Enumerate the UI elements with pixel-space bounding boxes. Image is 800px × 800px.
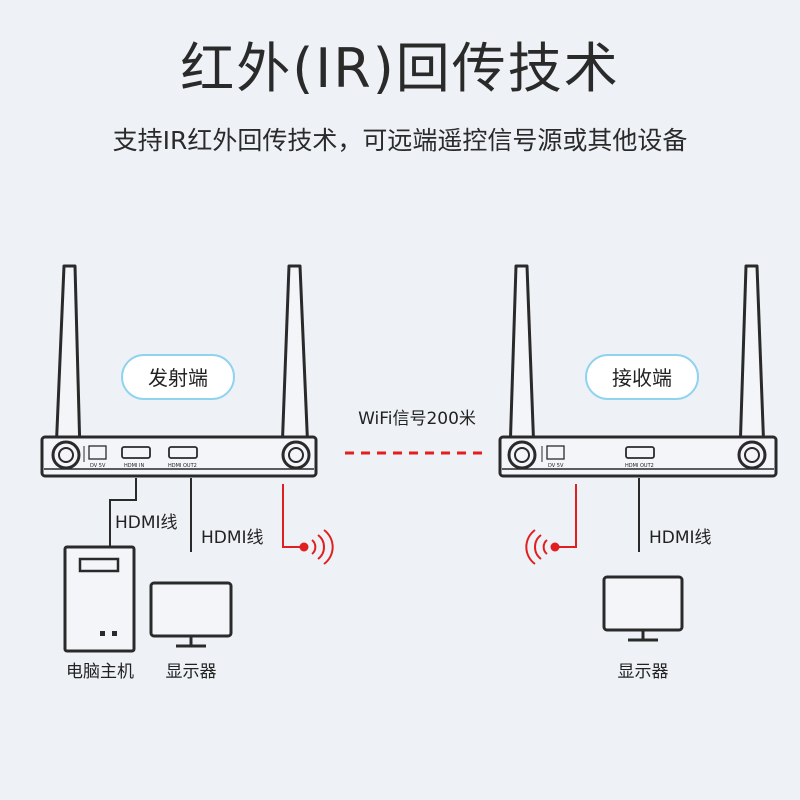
svg-text:HDMI OUT2: HDMI OUT2 bbox=[168, 463, 197, 469]
receiver-body bbox=[498, 435, 778, 478]
wireless-label: WiFi信号200米 bbox=[358, 409, 476, 429]
power-port: DV 5V bbox=[541, 445, 565, 469]
svg-text:DV 5V: DV 5V bbox=[90, 463, 106, 469]
ir-receiver-icon bbox=[525, 484, 577, 565]
hdmi-out-port: HDMI OUT2 bbox=[168, 446, 198, 469]
antenna-icon bbox=[508, 264, 536, 455]
cable-label-left-1: HDMI线 bbox=[115, 513, 178, 533]
svg-text:DV 5V: DV 5V bbox=[548, 463, 564, 469]
svg-text:发射端: 发射端 bbox=[148, 366, 208, 390]
svg-text:HDMI OUT2: HDMI OUT2 bbox=[625, 463, 654, 469]
svg-text:HDMI IN: HDMI IN bbox=[124, 463, 144, 469]
device-label-monitor-right: 显示器 bbox=[618, 662, 669, 682]
ir-emitter-icon bbox=[282, 484, 334, 565]
transmitter-unit: DV 5V HDMI IN HDMI OUT2 发射端 bbox=[40, 264, 318, 478]
page-subtitle: 支持IR红外回传技术，可远端遥控信号源或其他设备 bbox=[112, 126, 688, 155]
device-label-monitor-left: 显示器 bbox=[166, 662, 217, 682]
transmitter-body bbox=[40, 435, 318, 478]
receiver-unit: DV 5V HDMI OUT2 接收端 bbox=[498, 264, 778, 478]
page-title: 红外(IR)回传技术 bbox=[180, 37, 620, 100]
receiver-badge: 接收端 bbox=[585, 354, 699, 400]
svg-text:接收端: 接收端 bbox=[612, 366, 672, 390]
cable-hdmi-in bbox=[109, 478, 137, 546]
device-label-pc: 电脑主机 bbox=[66, 662, 134, 682]
antenna-icon bbox=[738, 264, 766, 455]
pc-tower-icon bbox=[63, 545, 136, 653]
hdmi-out-port: HDMI OUT2 bbox=[625, 446, 655, 469]
monitor-icon bbox=[149, 581, 233, 648]
hdmi-in-port: HDMI IN bbox=[121, 446, 151, 469]
cable-label-left-2: HDMI线 bbox=[201, 528, 264, 548]
transmitter-badge: 发射端 bbox=[121, 354, 235, 400]
monitor-icon bbox=[602, 575, 684, 642]
power-port: DV 5V bbox=[83, 445, 107, 469]
cable-label-right: HDMI线 bbox=[649, 528, 712, 548]
